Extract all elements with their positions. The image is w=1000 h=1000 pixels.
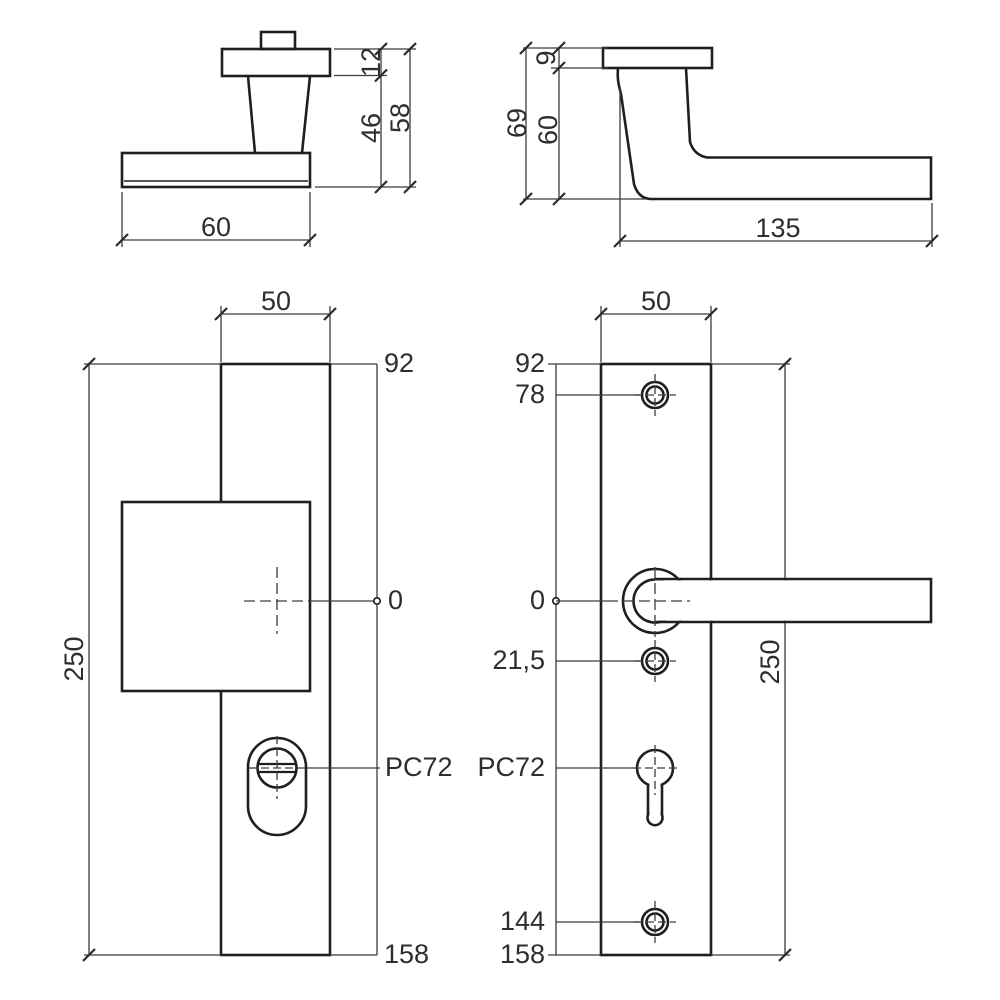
knob-backplate-front-view: 50 250 92 0 158 PC72: [59, 286, 453, 969]
dim-screw-upper: 21,5: [492, 645, 545, 675]
knob-height-dimensions: 12 46 58: [315, 42, 417, 194]
dim-handle-projection: 60: [533, 115, 563, 145]
knob-spindle-cap: [259, 30, 297, 51]
dim-top-edge: 92: [515, 348, 545, 378]
lever-length-dimension: 135: [613, 88, 939, 248]
knob-plate-width-dimension: 50: [214, 286, 337, 362]
knob-cylinder-leader: PC72: [307, 752, 453, 782]
knob-square-rose: [120, 500, 312, 693]
knob-rose-side: [120, 151, 312, 189]
knob-rose-width-dimension: 60: [115, 192, 317, 247]
dim-total-projection: 69: [502, 108, 532, 138]
dim-bottom-edge: 158: [500, 939, 545, 969]
lever-backplate: [599, 362, 713, 957]
dim-rose-thickness: 9: [531, 50, 561, 65]
dim-plate-width: 50: [261, 286, 291, 316]
dim-rose-width: 60: [201, 212, 231, 242]
lever-side-view: 9 69 60 135: [502, 41, 939, 248]
lever-grip-fill: [655, 580, 931, 621]
dim-bottom-edge: 158: [384, 939, 429, 969]
dim-axis-zero: 0: [388, 585, 403, 615]
knob-plate-ordinate-dimensions: 92 0 158: [318, 348, 429, 969]
dim-cylinder-label: PC72: [477, 752, 545, 782]
dim-axis-zero: 0: [530, 585, 545, 615]
euro-cylinder-keyhole: [633, 745, 678, 827]
dim-total-height: 58: [385, 103, 415, 133]
screw-hole-bottom: [634, 901, 676, 943]
knob-grip: [220, 47, 332, 78]
lever-projection-dimensions: 9 69 60: [502, 41, 645, 206]
dim-lever-length: 135: [755, 213, 800, 243]
dim-stem-height: 46: [356, 113, 386, 143]
lever-plate-height-dimension: 250: [711, 357, 792, 962]
lever-plate-ordinate-dimensions: 92 78 0 21,5 PC72 144 158: [477, 348, 640, 969]
knob-stem: [246, 75, 312, 154]
lever-rose-side: [601, 46, 714, 70]
knob-side-view: 12 46 58 60: [115, 30, 417, 247]
lever-plate-width-dimension: 50: [594, 286, 718, 362]
lever-axis-crosshair: [607, 567, 690, 637]
dim-screw-top: 78: [515, 379, 545, 409]
screw-hole-top: [634, 374, 676, 416]
dim-plate-width: 50: [641, 286, 671, 316]
axis-zero-marker: [372, 596, 382, 606]
dim-plate-height: 250: [59, 636, 89, 681]
screw-hole-middle: [634, 640, 676, 682]
dim-top-edge: 92: [384, 348, 414, 378]
dim-screw-lower: 144: [500, 906, 545, 936]
knob-axis-crosshair: [244, 567, 318, 634]
lever-grip: [655, 577, 933, 624]
lever-outline: [616, 67, 933, 201]
dim-cylinder-label: PC72: [385, 752, 453, 782]
dim-grip-thickness: 12: [356, 47, 386, 77]
cylinder-protector: [246, 736, 308, 837]
lever-backplate-front-view: 50 92 78 0 21,5 PC72 144 158: [477, 286, 933, 969]
dim-plate-height: 250: [755, 639, 785, 684]
knob-plate-height-dimension: 250: [59, 357, 222, 962]
